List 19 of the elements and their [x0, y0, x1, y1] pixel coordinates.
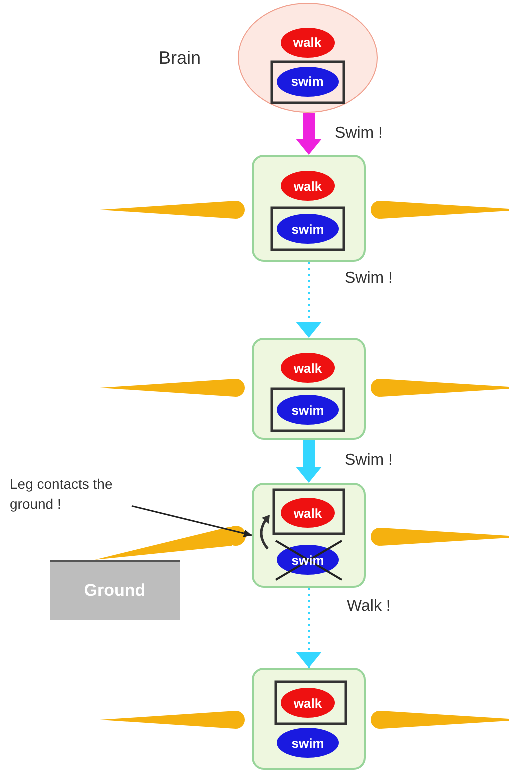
swim-state-ellipse: swim — [277, 728, 339, 758]
callout-text: Leg contacts the ground ! — [10, 474, 132, 520]
ground-block: Ground — [50, 560, 180, 620]
arrow — [296, 262, 322, 338]
leader-line — [132, 505, 252, 538]
segment-box — [252, 483, 366, 588]
walk-state-ellipse: walk — [281, 171, 335, 201]
segment-box — [252, 338, 366, 440]
walk-state-ellipse: walk — [281, 688, 335, 718]
walk-state-ellipse: walk — [281, 498, 335, 528]
segment-box — [252, 668, 366, 770]
node-title: Brain — [159, 48, 202, 69]
walk-state-ellipse: walk — [281, 353, 335, 383]
swim-state-ellipse: swim — [277, 214, 339, 244]
swim-state-ellipse: swim — [277, 395, 339, 425]
segment-box — [252, 155, 366, 262]
swim-state-ellipse: swim — [276, 66, 338, 96]
walk-state-ellipse: walk — [280, 28, 334, 58]
arrow — [296, 588, 322, 668]
